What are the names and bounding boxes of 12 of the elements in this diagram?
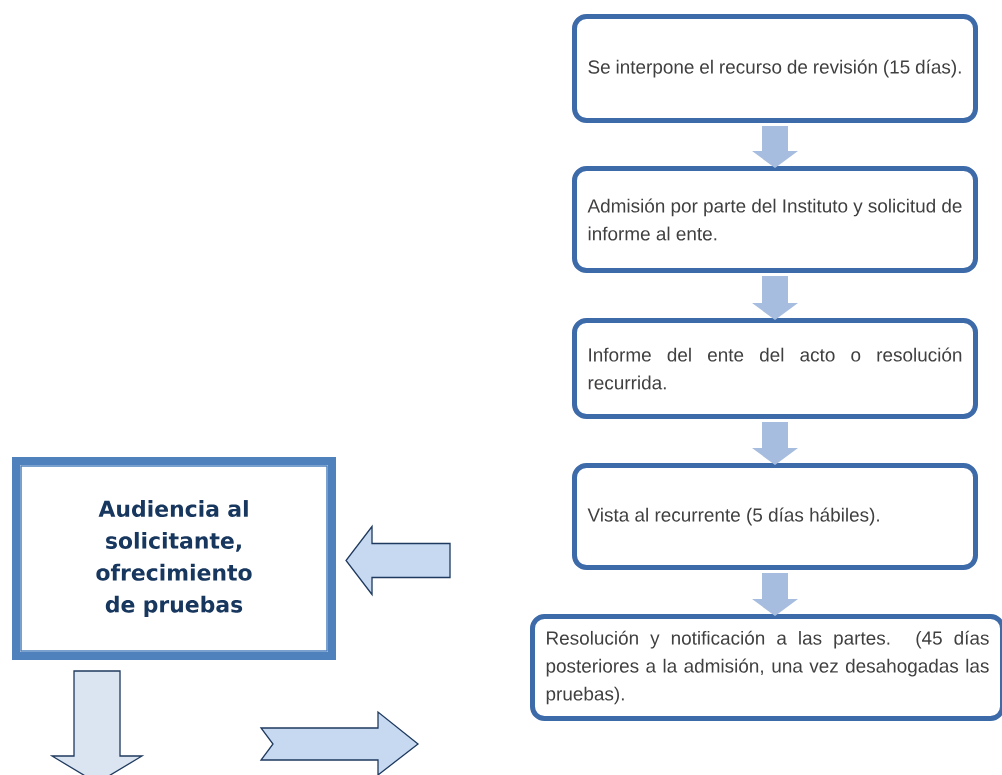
process-box: Se interpone el recurso de revisión (15 días).	[572, 14, 978, 123]
block-arrow	[752, 126, 798, 168]
process-box: Vista al recurrente (5 días hábiles).	[572, 463, 978, 570]
block-arrow	[752, 573, 798, 616]
process-box: Admisión por parte del Instituto y solicitud de informe al ente.	[572, 166, 978, 273]
process-box: Resolución y notificación a las partes. (45 días posteriores a la admisión, una vez desahogadas las pruebas).	[530, 614, 1002, 721]
block-arrow	[345, 524, 451, 597]
block-arrow	[49, 670, 145, 775]
process-box: Audiencia al solicitante, ofrecimiento de pruebas	[12, 457, 336, 660]
process-box: Informe del ente del acto o resolución recurrida.	[572, 318, 978, 419]
block-arrow	[752, 276, 798, 320]
block-arrow	[752, 422, 798, 465]
